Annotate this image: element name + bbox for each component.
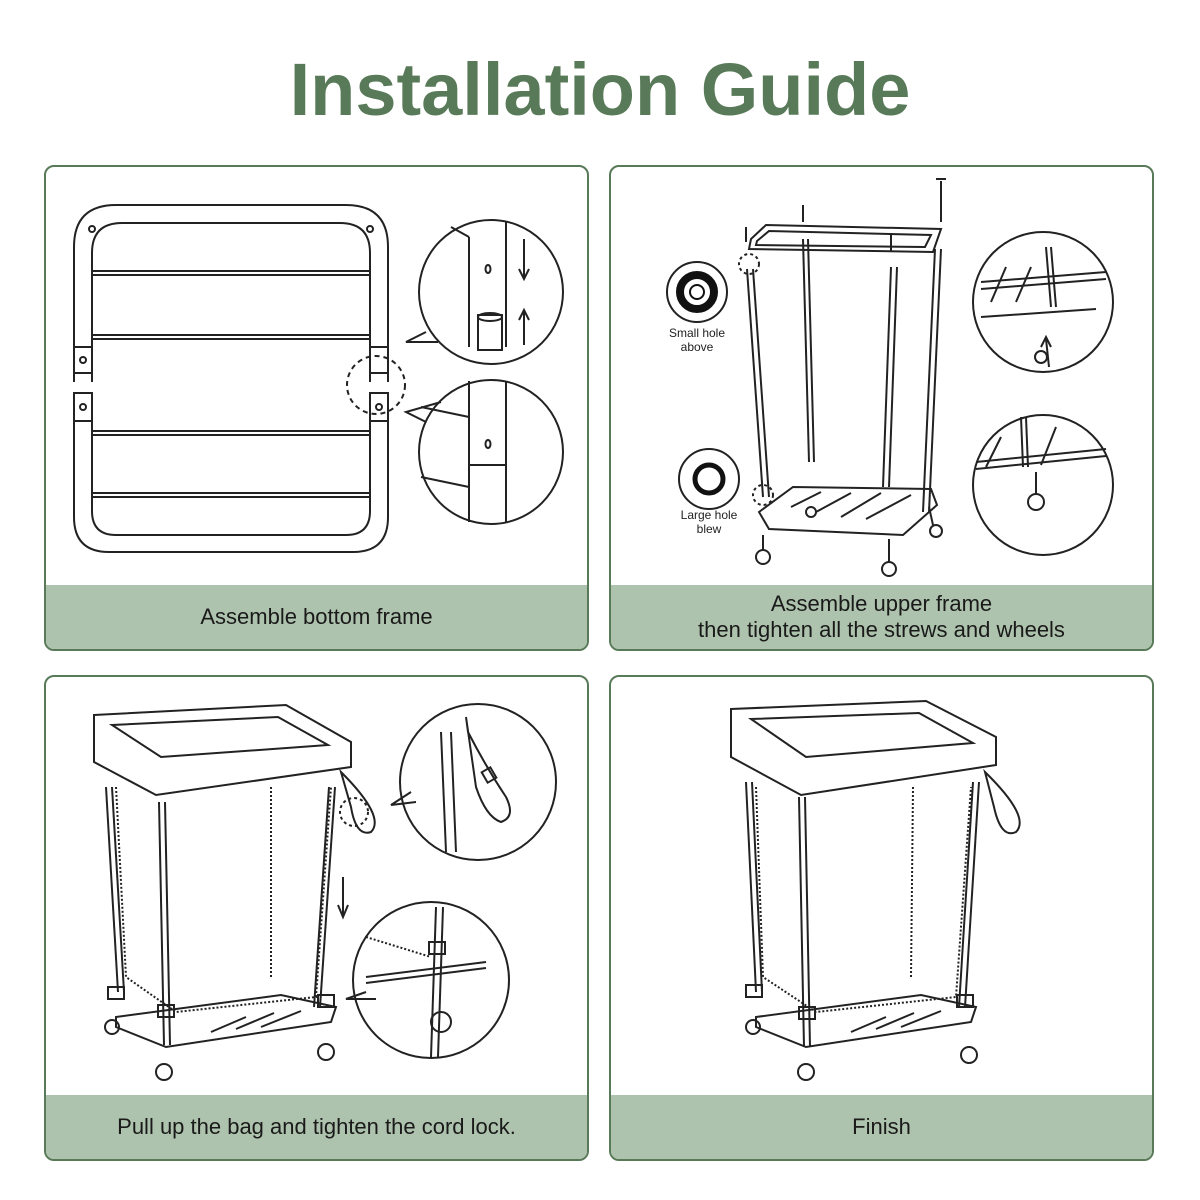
bag-install-illustration <box>93 703 557 1081</box>
upper-frame-illustration: Small hole above Large hole blew <box>666 178 1114 577</box>
step-2-caption-line-1: Assemble upper frame <box>770 591 993 616</box>
step-1-caption: Assemble bottom frame <box>46 585 587 649</box>
small-hole-label-2: above <box>681 340 714 354</box>
step-4-caption-text: Finish <box>852 1114 911 1139</box>
step-4-caption: Finish <box>611 1095 1152 1159</box>
step-1-caption-text: Assemble bottom frame <box>200 604 433 629</box>
finished-cart-illustration <box>730 699 1021 1081</box>
bottom-frame-illustration <box>73 204 564 553</box>
step-4-panel: Finish <box>609 675 1154 1161</box>
small-hole-label-1: Small hole <box>669 326 725 340</box>
step-3-caption-text: Pull up the bag and tighten the cord loc… <box>117 1114 516 1139</box>
step-2-caption: Assemble upper frame then tighten all th… <box>611 585 1152 649</box>
step-3-panel: Pull up the bag and tighten the cord loc… <box>44 675 589 1161</box>
step-2-caption-line-2: then tighten all the strews and wheels <box>698 617 1065 642</box>
large-hole-label-2: blew <box>697 522 722 536</box>
step-1-panel: Assemble bottom frame <box>44 165 589 651</box>
step-2-panel: Small hole above Large hole blew Assembl… <box>609 165 1154 651</box>
large-hole-label-1: Large hole <box>681 508 738 522</box>
page-title: Installation Guide <box>289 48 911 131</box>
step-3-caption: Pull up the bag and tighten the cord loc… <box>46 1095 587 1159</box>
